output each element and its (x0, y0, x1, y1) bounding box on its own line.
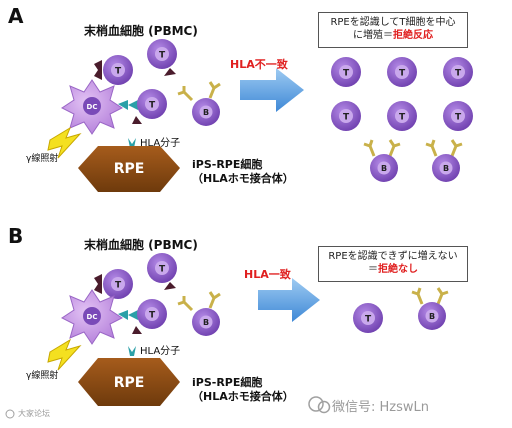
b-cell-label: B (203, 318, 209, 327)
panel-a-pbmc-label: 末梢血細胞 (PBMC) (84, 24, 198, 38)
proliferated-b-cell: B (363, 139, 401, 182)
t-cell-label: T (159, 51, 166, 61)
panel-b-letter: B (8, 224, 24, 248)
t-cell-label: T (365, 315, 372, 325)
b-cell-label: B (443, 164, 449, 173)
dc-label: DC (87, 313, 98, 321)
panel-b-hla-match-label: HLA一致 (244, 268, 291, 281)
t-cell-label: T (115, 67, 122, 77)
proliferated-b-cell: B (425, 139, 463, 182)
t-cell-label: T (159, 265, 166, 275)
unchanged-t-cell: T (353, 303, 383, 333)
result-text: ＝ (368, 264, 378, 275)
rpe-cell: RPE (78, 146, 180, 192)
proliferated-t-cell: T (387, 101, 417, 131)
result-text: に増殖＝ (353, 30, 393, 41)
ips-rpe-subtitle: （HLAホモ接合体） (192, 172, 294, 185)
t-cell: T (132, 299, 167, 334)
lightning-icon (47, 126, 82, 159)
t-cell-receptor (164, 282, 176, 290)
t-cell-receptor (132, 326, 142, 334)
right-arrow-icon (258, 278, 320, 322)
hla-molecule-icon (128, 346, 136, 356)
t-cell-label: T (149, 311, 156, 321)
result-line-1: RPEを認識できずに増えない (328, 251, 458, 262)
proliferated-t-cell: T (443, 101, 473, 131)
panel-b-pbmc-label: 末梢血細胞 (PBMC) (84, 238, 198, 252)
rpe-cell: RPE (78, 358, 180, 406)
panel-b-irradiation-label: γ線照射 (26, 371, 59, 381)
watermark-left: 大家论坛 (18, 409, 50, 418)
b-cell-label: B (381, 164, 387, 173)
dendritic-cell: DC (61, 289, 123, 345)
t-cell: T (94, 55, 133, 85)
hla-receptor-link (118, 100, 138, 110)
result-line-2: ＝拒絶なし (323, 263, 463, 276)
panel-b-graphics: T T DC T B RPE T (47, 253, 449, 406)
panel-a-hla-molecule-label: HLA分子 (140, 138, 181, 149)
panel-b-result-box: RPEを認識できずに増えない ＝拒絶なし (318, 246, 468, 282)
t-cell-label: T (149, 101, 156, 111)
b-cell: B (177, 291, 221, 336)
t-cell-label: T (343, 113, 350, 123)
panel-a-ips-rpe-label: iPS-RPE細胞 （HLAホモ接合体） (192, 158, 294, 186)
panel-b-hla-molecule-label: HLA分子 (140, 346, 181, 357)
t-cell-label: T (455, 69, 462, 79)
ips-rpe-title: iPS-RPE細胞 (192, 376, 263, 389)
b-cell: B (177, 81, 221, 126)
panel-a-result-box: RPEを認識してT細胞を中心 に増殖＝拒絶反応 (318, 12, 468, 48)
rpe-label: RPE (114, 375, 145, 391)
panel-a-graphics: T T DC T B (47, 39, 473, 192)
weibo-icon (5, 409, 15, 419)
t-cell-label: T (399, 69, 406, 79)
t-cell: T (94, 269, 133, 299)
unchanged-b-cell: B (411, 287, 449, 330)
t-cell-label: T (399, 113, 406, 123)
t-cell-label: T (455, 113, 462, 123)
t-cell: T (147, 253, 177, 290)
b-cell-label: B (203, 108, 209, 117)
t-cell-receptor (132, 116, 142, 124)
t-cell-label: T (343, 69, 350, 79)
proliferated-t-cell: T (331, 101, 361, 131)
panel-b-ips-rpe-label: iPS-RPE細胞 （HLAホモ接合体） (192, 376, 294, 404)
panel-a-letter: A (8, 4, 24, 28)
panel-a-irradiation-label: γ線照射 (26, 154, 59, 164)
hla-receptor-link (118, 310, 138, 320)
right-arrow-icon (240, 68, 304, 112)
t-cell-receptor (94, 274, 102, 294)
rejection-text: 拒絶反応 (393, 30, 433, 41)
lightning-icon (47, 338, 82, 371)
proliferated-t-cell: T (331, 57, 361, 87)
dc-label: DC (87, 103, 98, 111)
result-line-1: RPEを認識してT細胞を中心 (330, 17, 456, 28)
t-cell: T (132, 89, 167, 124)
proliferated-t-cell: T (387, 57, 417, 87)
hla-molecule-icon (128, 138, 136, 148)
t-cell-receptor (94, 60, 102, 80)
wechat-icon (308, 396, 331, 414)
b-cell-label: B (429, 312, 435, 321)
no-rejection-text: 拒絶なし (378, 264, 418, 275)
ips-rpe-title: iPS-RPE細胞 (192, 158, 263, 171)
dendritic-cell: DC (61, 79, 123, 135)
panel-a-hla-mismatch-label: HLA不一致 (230, 58, 288, 71)
t-cell: T (147, 39, 177, 76)
proliferated-t-cell: T (443, 57, 473, 87)
t-cell-receptor (164, 68, 176, 76)
result-line-2: に増殖＝拒絶反応 (323, 29, 463, 42)
rpe-label: RPE (114, 161, 145, 177)
t-cell-label: T (115, 281, 122, 291)
ips-rpe-subtitle: （HLAホモ接合体） (192, 390, 294, 403)
watermark-right: 微信号: HzswLn (332, 400, 429, 415)
